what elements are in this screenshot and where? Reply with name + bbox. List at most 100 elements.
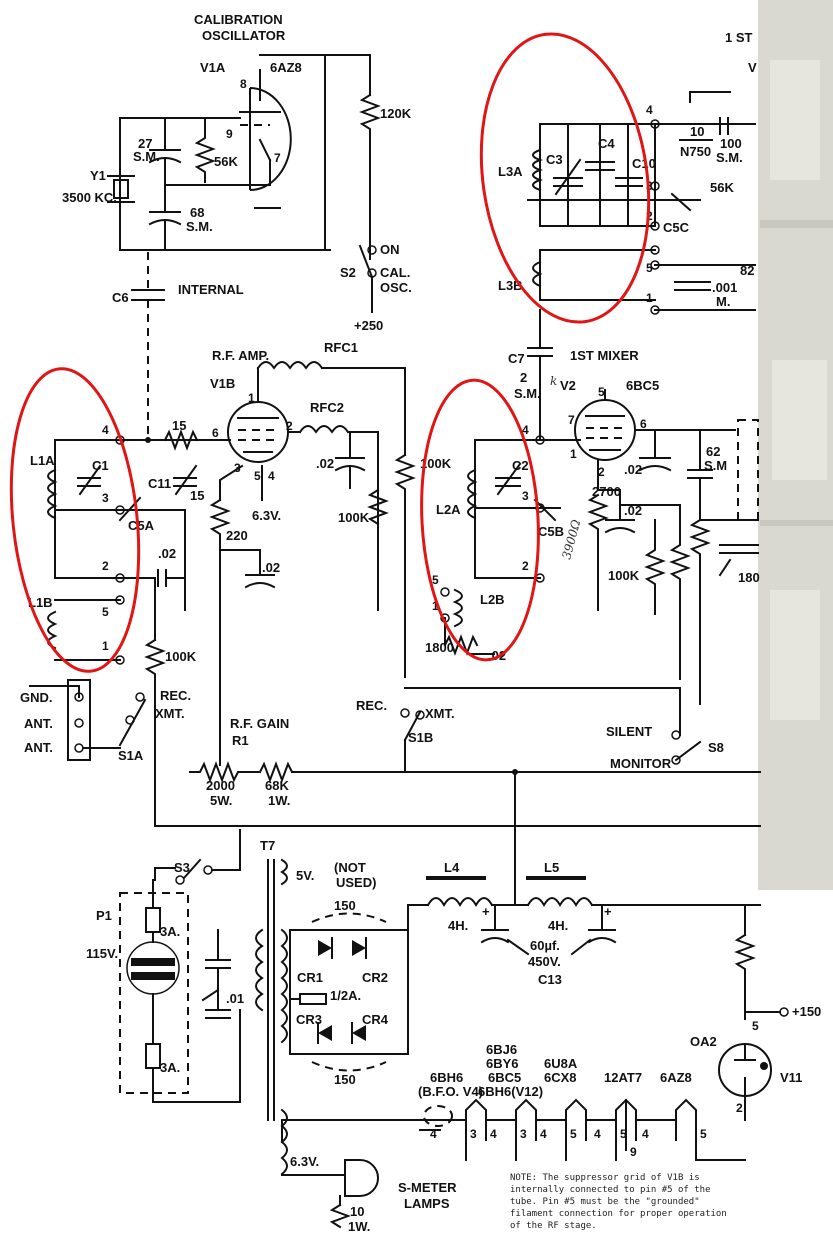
svg-text:1W.: 1W. <box>268 793 290 808</box>
first-oscillator-section: 1 ST V L3A C3 C4 C10 4 3 2 C5C 10 N750 <box>498 30 757 315</box>
svg-text:R1: R1 <box>232 733 249 748</box>
filament-string: 6BJ6 6BY6 6BC5 6BH6(V12) 6BH6 (B.F.O. V4… <box>280 1042 746 1234</box>
svg-text:RFC2: RFC2 <box>310 400 344 415</box>
svg-text:SILENT: SILENT <box>606 724 652 739</box>
calibration-oscillator: CALIBRATION OSCILLATOR V1A 6AZ8 8 9 7 12… <box>62 12 412 440</box>
svg-text:C2: C2 <box>512 458 529 473</box>
svg-text:Y1: Y1 <box>90 168 106 183</box>
svg-text:S.M.: S.M. <box>186 219 213 234</box>
svg-text:S.M.: S.M. <box>716 150 743 165</box>
svg-text:C5C: C5C <box>663 220 690 235</box>
svg-text:P1: P1 <box>96 908 112 923</box>
svg-text:k: k <box>550 374 557 388</box>
svg-text:2: 2 <box>102 559 109 573</box>
coil-l1a <box>47 468 58 520</box>
svg-text:.02: .02 <box>624 503 642 518</box>
svg-text:S8: S8 <box>708 740 724 755</box>
s-meter-lamps <box>344 1159 379 1197</box>
svg-text:4: 4 <box>540 1127 547 1141</box>
svg-text:12AT7: 12AT7 <box>604 1070 642 1085</box>
svg-text:S.M.: S.M. <box>514 386 541 401</box>
svg-text:150: 150 <box>334 1072 356 1087</box>
svg-text:.02: .02 <box>316 456 334 471</box>
svg-text:100K: 100K <box>338 510 370 525</box>
svg-text:1: 1 <box>102 639 109 653</box>
svg-text:120K: 120K <box>380 106 412 121</box>
svg-text:tube. Pin #5 must be the "gro: tube. Pin #5 must be the "grounded" <box>510 1197 700 1207</box>
svg-text:OSC.: OSC. <box>380 280 412 295</box>
svg-text:6CX8: 6CX8 <box>544 1070 577 1085</box>
svg-text:9: 9 <box>630 1145 637 1159</box>
svg-text:82: 82 <box>740 263 754 278</box>
svg-text:S.M.: S.M. <box>133 149 160 164</box>
svg-text:27: 27 <box>138 136 152 151</box>
svg-text:S.M: S.M <box>704 458 727 473</box>
svg-text:2: 2 <box>520 370 527 385</box>
svg-text:450V.: 450V. <box>528 954 561 969</box>
svg-text:5: 5 <box>432 573 439 587</box>
svg-text:REC.: REC. <box>160 688 191 703</box>
svg-text:180: 180 <box>738 570 760 585</box>
svg-text:2: 2 <box>736 1101 743 1115</box>
r120k-resistor <box>359 93 381 260</box>
svg-text:100: 100 <box>720 136 742 151</box>
svg-text:+150: +150 <box>792 1004 821 1019</box>
svg-text:6BC5: 6BC5 <box>488 1070 521 1085</box>
svg-text:V11: V11 <box>780 1070 802 1085</box>
svg-text:4: 4 <box>102 423 109 437</box>
svg-text:L1B: L1B <box>28 595 53 610</box>
svg-text:6AZ8: 6AZ8 <box>660 1070 692 1085</box>
svg-text:L2A: L2A <box>436 502 461 517</box>
svg-text:1 ST: 1 ST <box>725 30 753 45</box>
transformer-secondary <box>280 928 288 1044</box>
svg-text:S-METER: S-METER <box>398 1180 457 1195</box>
svg-text:1: 1 <box>570 447 577 461</box>
svg-text:7: 7 <box>274 151 281 165</box>
svg-text:L4: L4 <box>444 860 460 875</box>
svg-text:9: 9 <box>226 127 233 141</box>
antenna-terminal-strip <box>67 679 91 761</box>
v1a-type: 6AZ8 <box>270 60 302 75</box>
footnote: NOTE: The suppressor grid of V1B is inte… <box>510 1173 727 1231</box>
cal-title: CALIBRATION <box>194 12 283 27</box>
svg-text:15: 15 <box>190 488 204 503</box>
highlight-ellipse-l2 <box>420 378 540 662</box>
svg-text:5: 5 <box>620 1127 627 1141</box>
coil-l2a <box>467 468 478 520</box>
r100k-rf-screen <box>394 453 416 678</box>
svg-text:N750: N750 <box>680 144 711 159</box>
svg-text:6BJ6: 6BJ6 <box>486 1042 517 1057</box>
svg-text:L1A: L1A <box>30 453 55 468</box>
svg-text:L2B: L2B <box>480 592 505 607</box>
svg-text:6U8A: 6U8A <box>544 1056 578 1071</box>
power-supply-section: S3 P1 115V. 3A. 3A. .01 T7 <box>86 829 821 1144</box>
r68k-resistor <box>258 761 493 783</box>
coil-l3a <box>532 148 543 192</box>
svg-text:7: 7 <box>568 413 575 427</box>
svg-text:5: 5 <box>102 605 109 619</box>
svg-text:ANT.: ANT. <box>24 740 53 755</box>
bridge-rectifier <box>289 929 409 1055</box>
svg-text:ANT.: ANT. <box>24 716 53 731</box>
svg-text:GND.: GND. <box>20 690 53 705</box>
svg-text:4: 4 <box>268 469 275 483</box>
svg-text:6: 6 <box>212 426 219 440</box>
svg-text:6: 6 <box>640 417 647 431</box>
svg-text:CR1: CR1 <box>297 970 323 985</box>
svg-text:filament connection for proper: filament connection for proper operation <box>510 1209 727 1219</box>
svg-text:6.3V.: 6.3V. <box>252 508 281 523</box>
coil-l3b <box>532 260 543 288</box>
svg-text:1ST MIXER: 1ST MIXER <box>570 348 639 363</box>
svg-text:S1B: S1B <box>408 730 433 745</box>
svg-text:(B.F.O. V4): (B.F.O. V4) <box>418 1084 483 1099</box>
choke-l5 <box>526 897 594 908</box>
svg-text:.01: .01 <box>226 991 244 1006</box>
cal-title-2: OSCILLATOR <box>202 28 286 43</box>
svg-text:XMT.: XMT. <box>155 706 185 721</box>
svg-text:C5B: C5B <box>538 524 564 539</box>
svg-text:2700: 2700 <box>592 484 621 499</box>
highlight-ellipse-l3 <box>479 32 651 324</box>
svg-text:.02: .02 <box>158 546 176 561</box>
svg-text:INTERNAL: INTERNAL <box>178 282 244 297</box>
